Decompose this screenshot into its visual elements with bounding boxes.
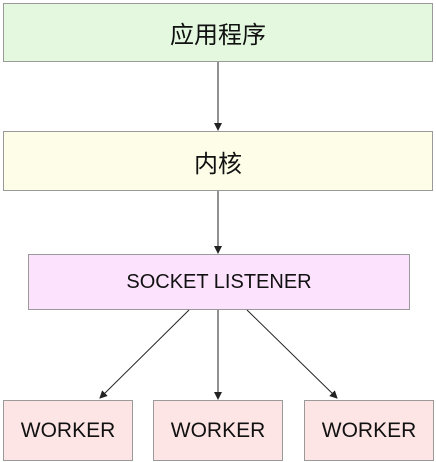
worker-label-3: WORKER <box>321 418 417 442</box>
worker-node-2: WORKER <box>153 400 283 461</box>
socket-listener-node: SOCKET LISTENER <box>28 254 410 310</box>
kernel-node-label: 内核 <box>194 149 242 178</box>
worker-label-2: WORKER <box>170 418 266 442</box>
worker-node-1: WORKER <box>3 400 133 461</box>
app-node-label: 应用程序 <box>170 21 266 49</box>
kernel-node: 内核 <box>3 131 433 191</box>
socket-listener-label: SOCKET LISTENER <box>126 270 312 293</box>
edge-listener-to-worker-1 <box>99 309 190 399</box>
edge-listener-to-worker-3 <box>246 309 338 399</box>
worker-node-3: WORKER <box>304 400 434 461</box>
worker-label-1: WORKER <box>20 418 116 442</box>
app-node: 应用程序 <box>3 3 433 62</box>
